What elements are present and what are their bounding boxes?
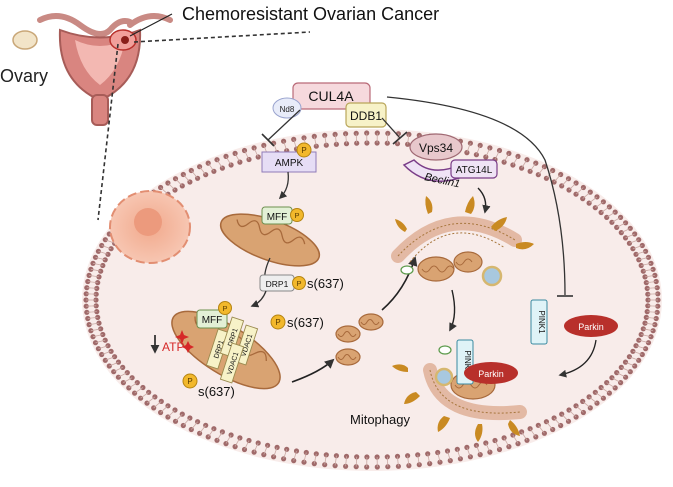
ovary-left <box>13 31 37 49</box>
lipid-head <box>613 210 618 215</box>
lipid-tail <box>398 461 399 466</box>
lipid-head <box>206 161 211 166</box>
ovary-label: Ovary <box>0 66 48 86</box>
lipid-head <box>636 237 641 242</box>
lipid-head <box>632 363 637 368</box>
nucleus <box>110 191 190 263</box>
lipid-head <box>628 226 633 231</box>
zoom-line-right <box>134 32 310 42</box>
phospho-ampk: P <box>297 143 311 157</box>
lipid-head <box>623 220 628 225</box>
vps34-label: Vps34 <box>419 141 453 155</box>
phospho-free-mid: P <box>271 315 285 329</box>
lipid-head <box>524 157 529 162</box>
svg-text:P: P <box>222 304 227 313</box>
lipid-head <box>640 352 645 357</box>
lipid-head <box>103 237 108 242</box>
lipid-head <box>636 358 641 363</box>
mff-label-top: MFF <box>267 212 288 223</box>
lipid-head <box>533 434 538 439</box>
lipid-head <box>468 141 473 146</box>
atg14l-label: ATG14L <box>456 165 493 176</box>
lipid-head <box>214 157 219 162</box>
lipid-tail <box>93 317 98 318</box>
lipid-head <box>643 249 648 254</box>
nucleolus <box>134 208 162 236</box>
s637-label-mid: s(637) <box>287 315 324 330</box>
svg-text:P: P <box>301 146 306 155</box>
lipid-head <box>613 385 618 390</box>
svg-text:P: P <box>275 318 280 327</box>
svg-text:P: P <box>296 279 301 288</box>
s637-label-top: s(637) <box>307 276 344 291</box>
phospho-mff-bottom: P <box>219 302 232 315</box>
parkin-label-bottom: Parkin <box>478 369 504 379</box>
drp1-label-top: DRP1 <box>266 279 289 289</box>
svg-text:P: P <box>187 377 192 386</box>
figure-title: Chemoresistant Ovarian Cancer <box>182 4 439 24</box>
ddb1-label: DDB1 <box>350 109 382 123</box>
lipid-tail <box>646 282 651 283</box>
phospho-free-bottom: P <box>183 374 197 388</box>
parkin-label-right: Parkin <box>578 322 604 332</box>
ampk-label: AMPK <box>275 158 304 169</box>
lipid-head <box>533 161 538 166</box>
lipid-tail <box>93 282 98 283</box>
mitophagy-label: Mitophagy <box>350 412 410 427</box>
nd8-label: Nd8 <box>280 105 295 114</box>
lipid-head <box>281 139 286 144</box>
phospho-mff-top: P <box>291 209 304 222</box>
lipid-tail <box>346 134 347 139</box>
s637-label-bottom: s(637) <box>198 384 235 399</box>
phospho-drp1-top: P <box>293 277 306 290</box>
lipid-head <box>96 249 101 254</box>
cul4a-label: CUL4A <box>308 88 354 104</box>
lipid-tail <box>646 317 651 318</box>
pink1-label-right: PINK1 <box>537 310 546 334</box>
lipid-head <box>628 369 633 374</box>
mff-label-bottom: MFF <box>202 315 223 326</box>
atp-label: ATP <box>162 340 184 354</box>
lipid-head <box>206 434 211 439</box>
lipid-head <box>640 243 645 248</box>
lipid-head <box>632 231 637 236</box>
lipid-tail <box>346 461 347 466</box>
svg-text:P: P <box>294 211 299 220</box>
